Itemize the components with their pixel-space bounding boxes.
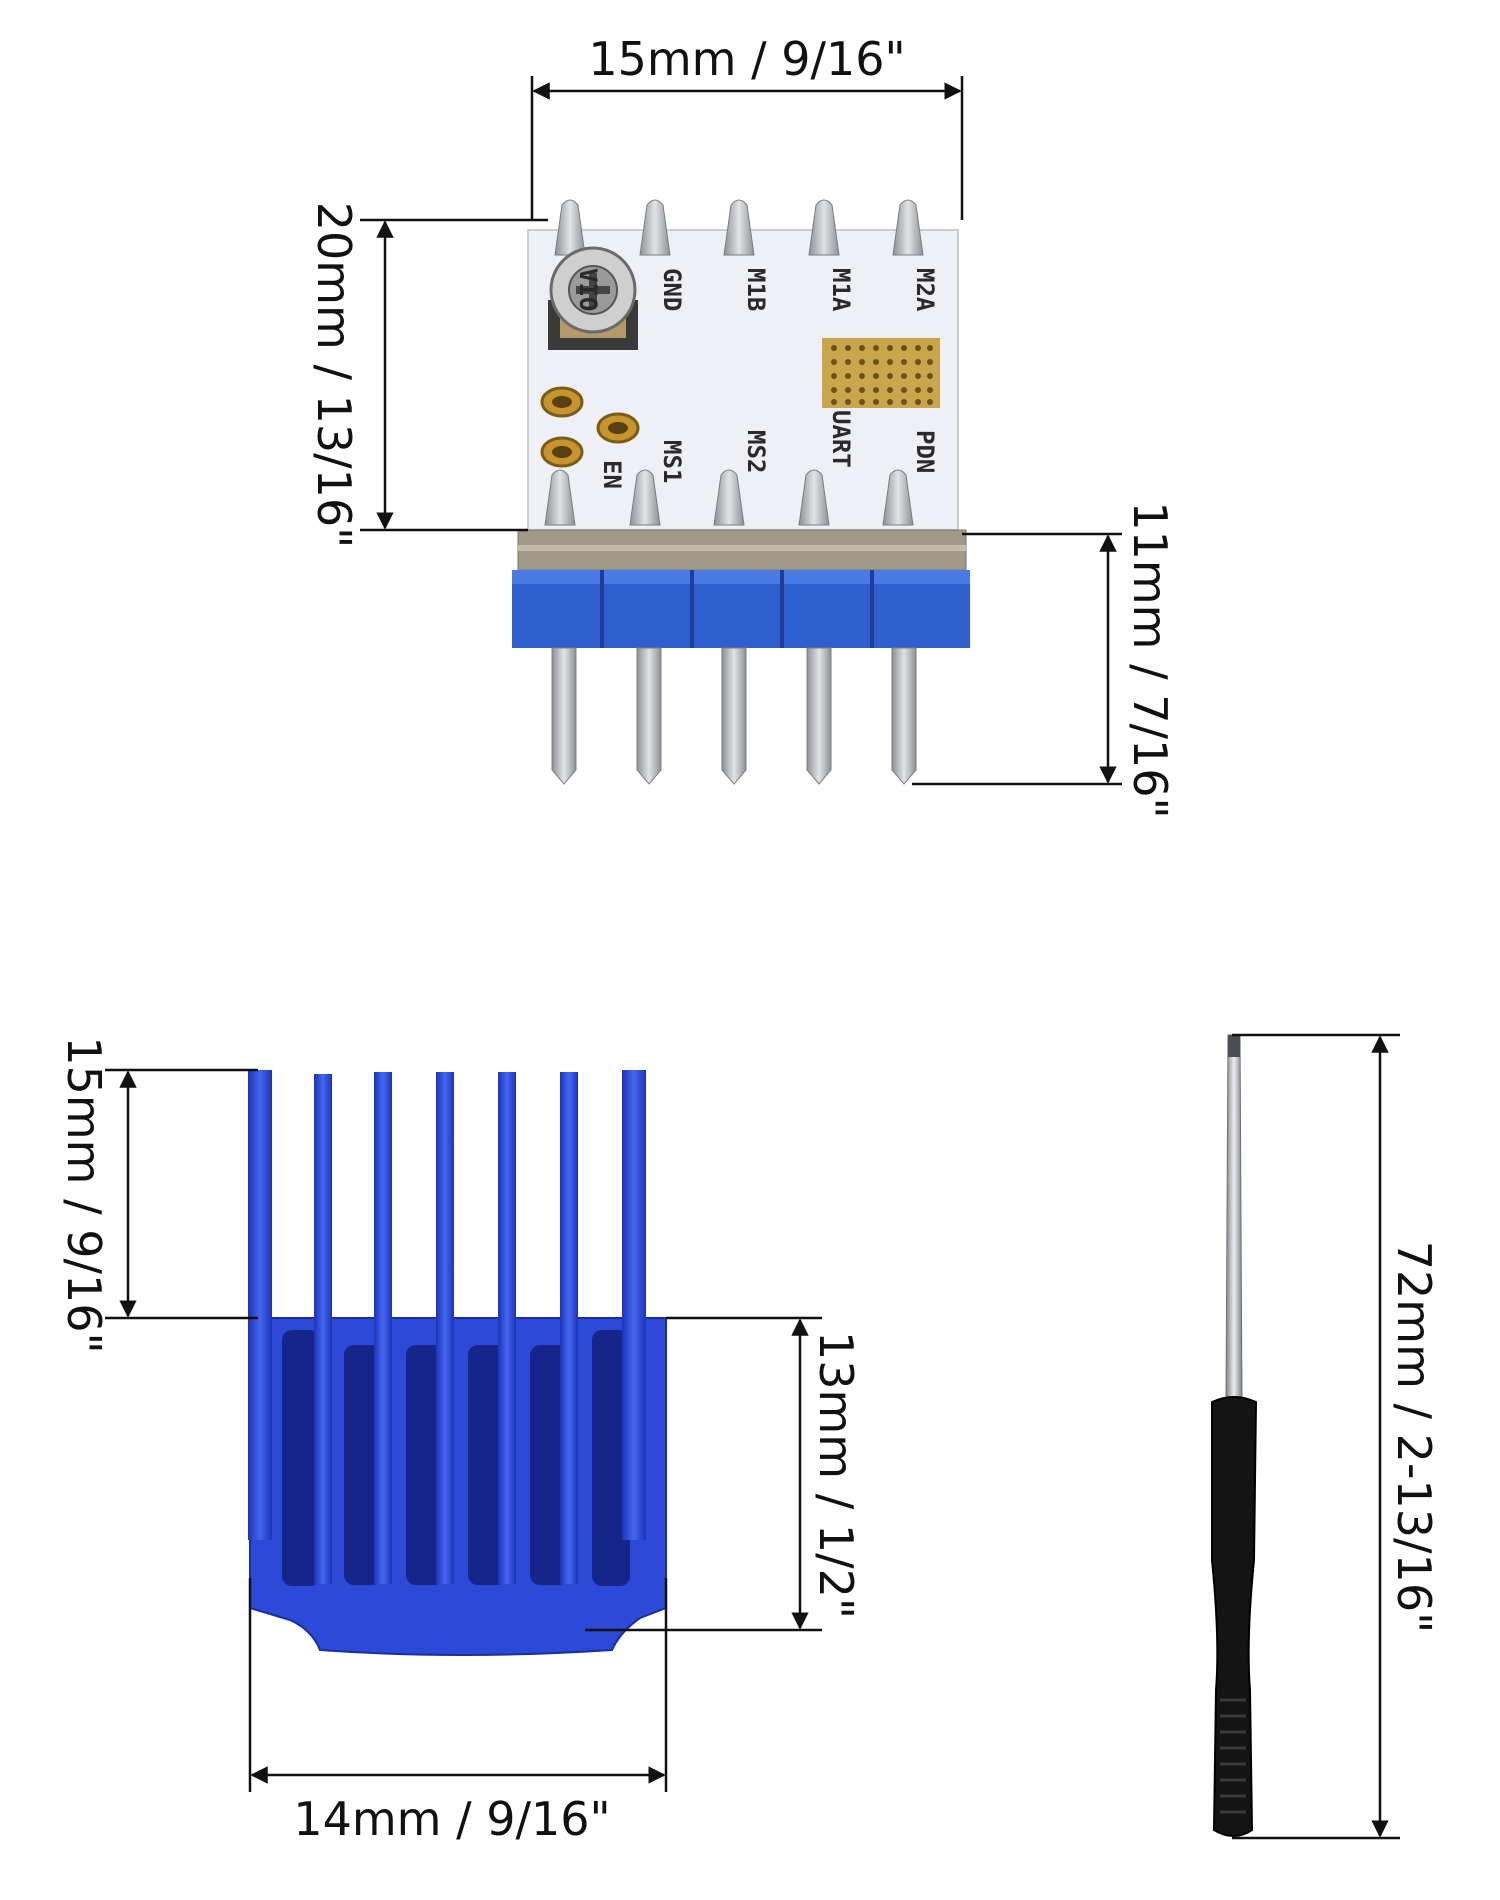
potentiometer (548, 246, 638, 350)
pin-header (512, 570, 970, 648)
heatsink-base-height-label: 13mm / 1/2" (809, 1331, 863, 1619)
silk-label: M1A (827, 268, 855, 312)
screwdriver-length-label: 72mm / 2-13/16" (1387, 1241, 1441, 1633)
handle-grip-ridges (1220, 1698, 1246, 1814)
silk-label: EN (598, 460, 626, 489)
silkscreen-top: VIO GND M1B M1A M2A (574, 268, 939, 312)
board-width-label: 15mm / 9/16" (588, 32, 905, 86)
heatsink-width-dimension: 14mm / 9/16" (248, 1578, 668, 1846)
heatsink-width-label: 14mm / 9/16" (293, 1792, 610, 1846)
board-height-label: 20mm / 13/16" (307, 202, 361, 549)
silk-label: VIO (574, 268, 602, 311)
silk-label: M1B (742, 268, 770, 311)
screwdriver-length-dimension: 72mm / 2-13/16" (1232, 1033, 1441, 1840)
silk-label: PDN (911, 430, 939, 473)
board-width-dimension: 15mm / 9/16" (530, 32, 964, 220)
heatsink-fin-height-dimension: 15mm / 9/16" (57, 1036, 258, 1354)
screwdriver-shaft (1225, 1034, 1243, 1401)
silk-label: UART (827, 410, 855, 468)
heatsink (248, 1070, 667, 1656)
header-pins (551, 647, 917, 785)
plated-holes (540, 386, 640, 468)
heatsink-fin-height-label: 15mm / 9/16" (57, 1036, 111, 1353)
top-pins (554, 199, 924, 256)
heatsink-channels (282, 1330, 630, 1586)
thermal-via-pad (822, 338, 940, 408)
bottom-face-pins (544, 469, 914, 526)
screwdriver (1211, 1034, 1258, 1837)
heatsink-base-height-dimension: 13mm / 1/2" (585, 1316, 863, 1632)
screwdriver-handle (1211, 1396, 1258, 1837)
pin-length-label: 11mm / 7/16" (1123, 501, 1177, 818)
silk-label: GND (658, 268, 686, 311)
silk-label: M2A (911, 268, 939, 312)
board-height-dimension: 20mm / 13/16" (307, 202, 548, 549)
pin-length-dimension: 11mm / 7/16" (912, 501, 1177, 819)
silkscreen-bottom: EN MS1 MS2 UART PDN (598, 410, 939, 489)
silk-label: MS2 (742, 430, 770, 473)
silk-label: MS1 (658, 440, 686, 483)
heatsink-fins (248, 1070, 646, 1584)
driver-board: VIO GND M1B M1A M2A EN MS1 MS2 UART PDN (512, 199, 970, 785)
